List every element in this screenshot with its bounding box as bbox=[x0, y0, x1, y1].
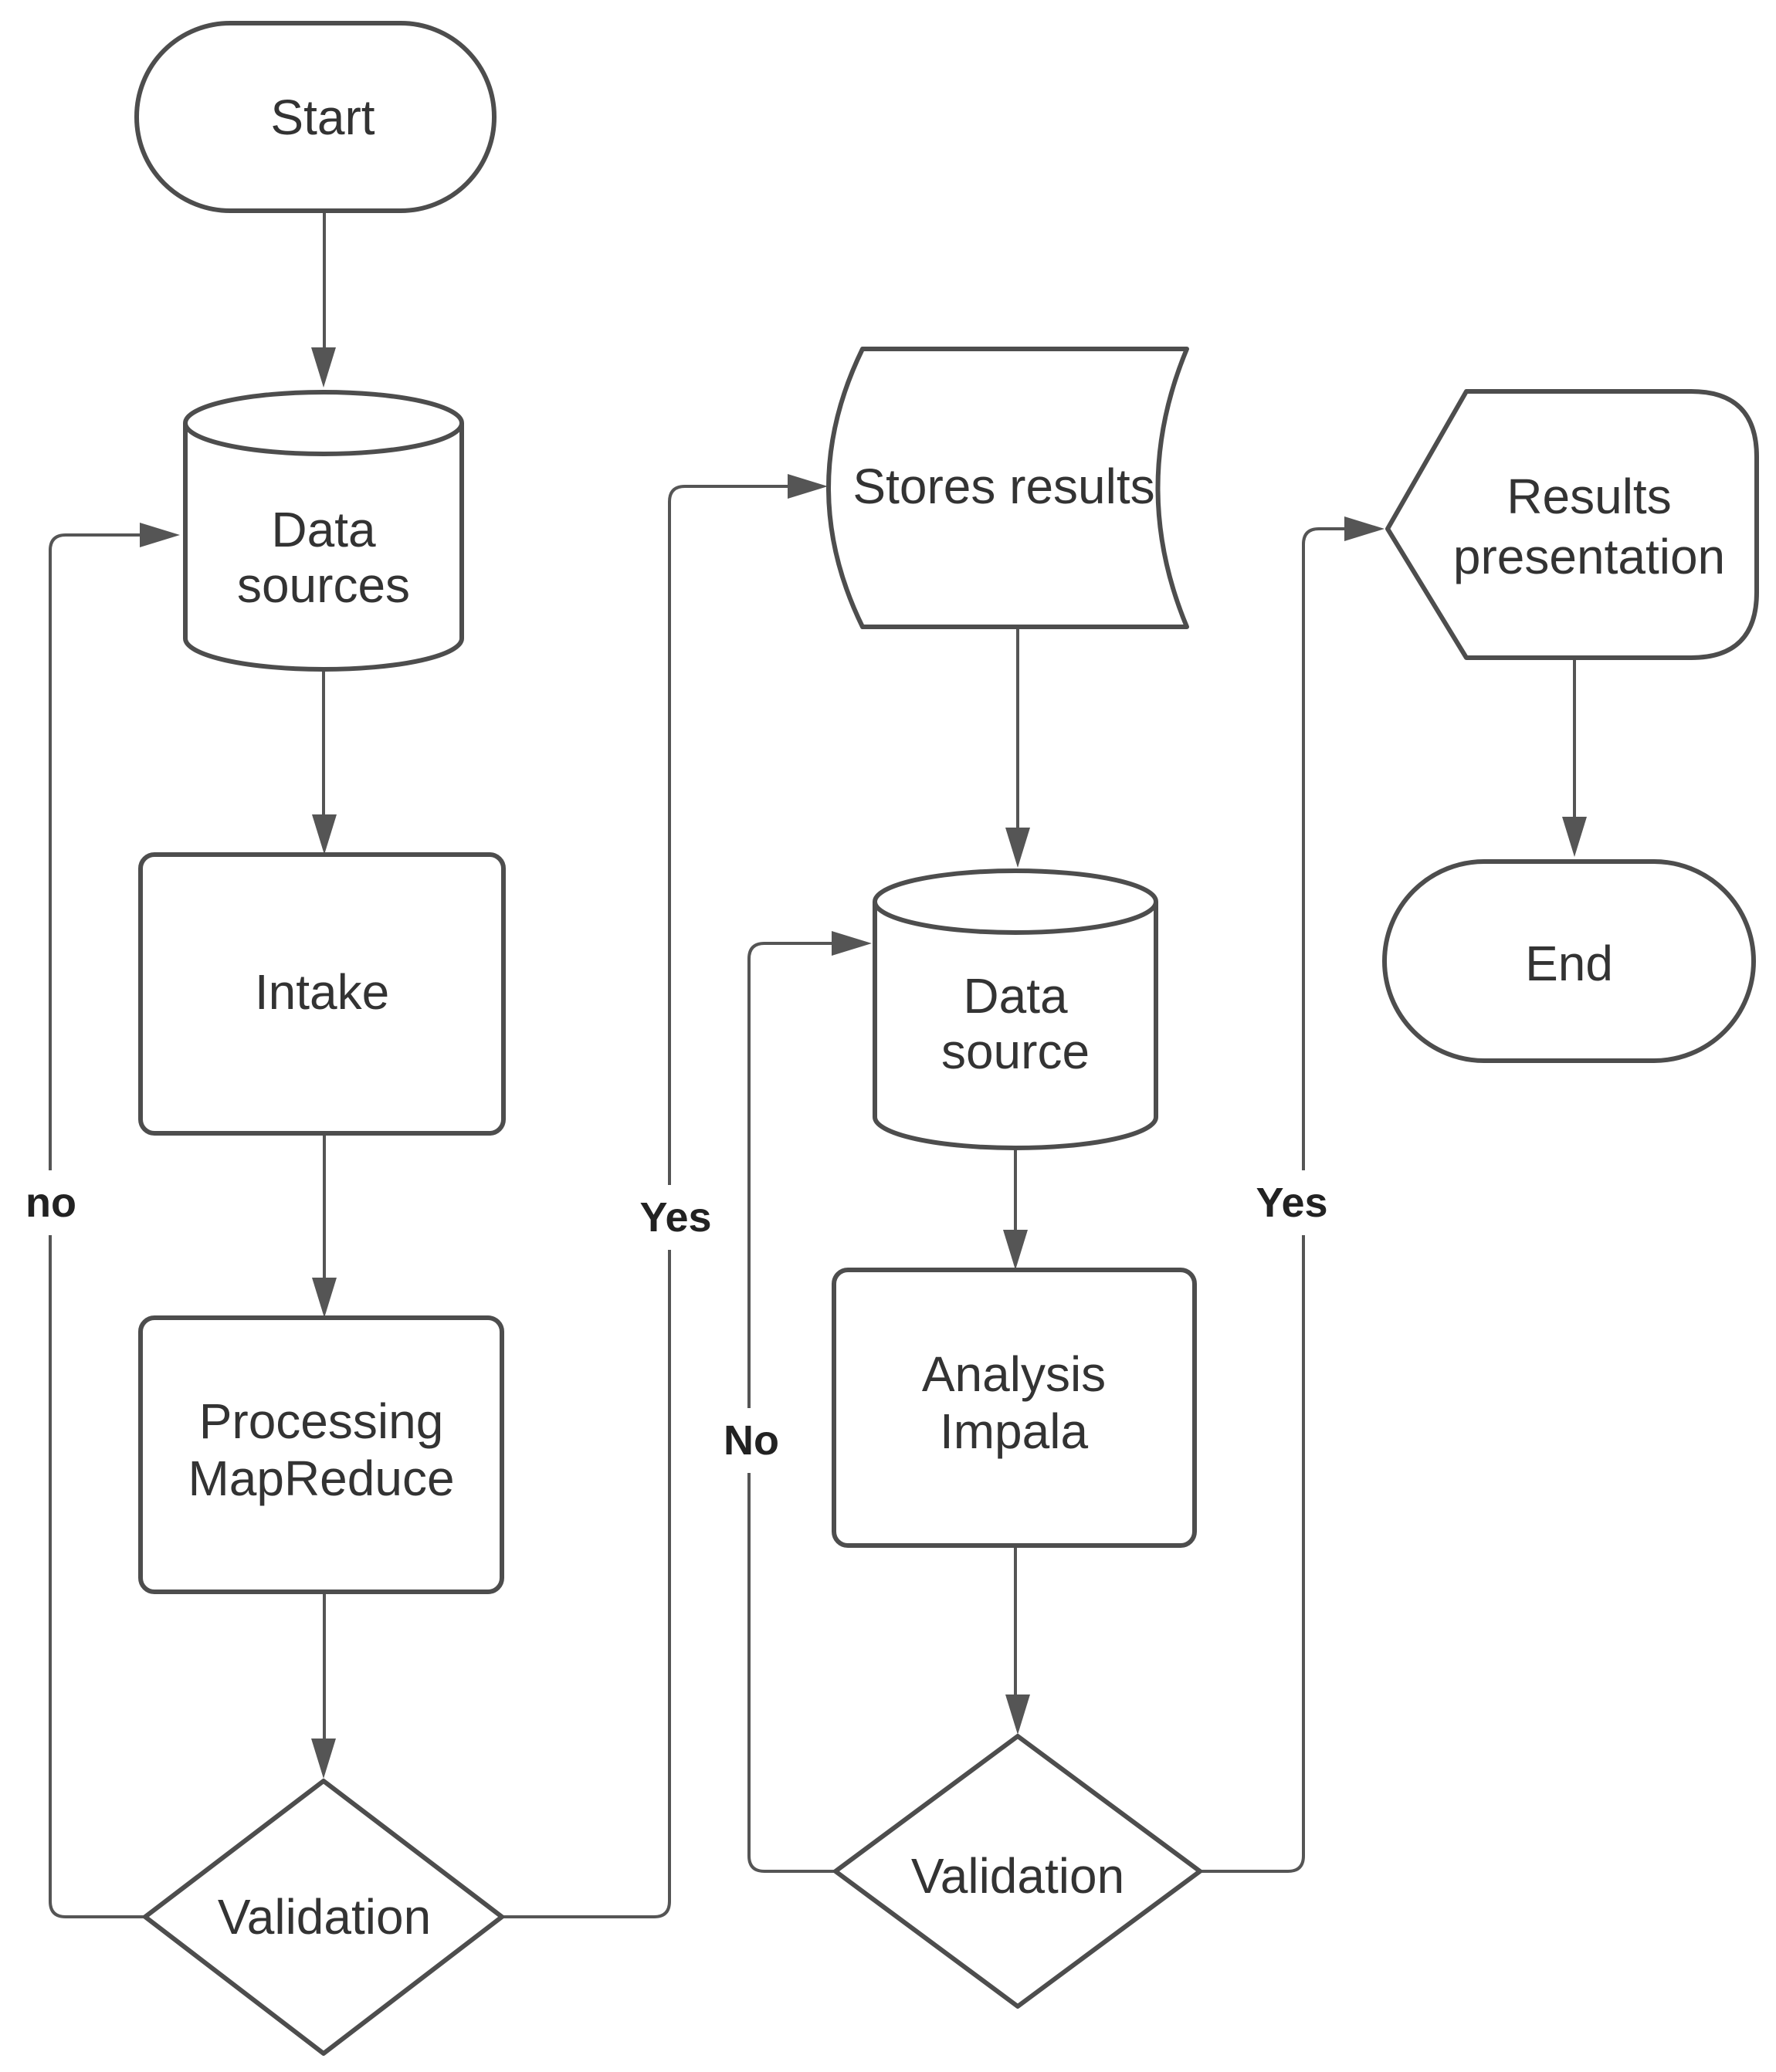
arrow-right-icon bbox=[832, 931, 872, 956]
edge-line bbox=[747, 942, 835, 1873]
node-data-sources-label-line1: Data bbox=[271, 502, 376, 557]
edge-start-to-data-sources bbox=[311, 212, 336, 388]
node-data-source-label-line2: source bbox=[941, 1024, 1090, 1079]
node-start: Start bbox=[134, 21, 497, 213]
arrow-down-icon bbox=[1003, 1230, 1028, 1270]
arrow-down-icon bbox=[1562, 817, 1587, 857]
node-data-source: Data source bbox=[873, 868, 1158, 1150]
edge-validation2-yes: Yes bbox=[1200, 516, 1385, 1873]
terminator-shape bbox=[1382, 859, 1756, 1063]
node-analysis-label-line1: Analysis bbox=[922, 1346, 1106, 1402]
database-cylinder-body bbox=[183, 423, 464, 672]
node-analysis-impala: Analysis Impala bbox=[832, 1268, 1197, 1548]
edge-validation2-no-loop: No bbox=[699, 931, 872, 1873]
node-processing-label-line1: Processing bbox=[199, 1393, 444, 1449]
arrow-down-icon bbox=[311, 347, 336, 388]
edge-label-no: No bbox=[724, 1417, 779, 1464]
node-validation-1-label: Validation bbox=[218, 1889, 431, 1945]
node-data-sources-label-line2: sources bbox=[237, 557, 410, 613]
node-intake: Intake bbox=[138, 852, 506, 1136]
edge-data-sources-to-intake bbox=[312, 671, 337, 855]
arrow-down-icon bbox=[1005, 1695, 1030, 1735]
edge-stores-results-to-data-source bbox=[1005, 628, 1030, 868]
process-shape bbox=[832, 1268, 1197, 1548]
edge-data-source-to-analysis bbox=[1003, 1149, 1028, 1270]
arrow-down-icon bbox=[312, 1278, 337, 1318]
arrow-down-icon bbox=[311, 1739, 336, 1779]
edge-label-bg bbox=[699, 1408, 804, 1473]
node-stores-results-label: Stores results bbox=[852, 459, 1154, 514]
node-validation-2: Validation bbox=[833, 1734, 1202, 2009]
edge-label-bg bbox=[22, 1170, 80, 1235]
node-validation-2-label: Validation bbox=[911, 1848, 1124, 1904]
edge-label-bg bbox=[1234, 1170, 1350, 1235]
arrow-down-icon bbox=[1005, 828, 1030, 868]
terminator-shape bbox=[134, 21, 497, 213]
arrow-right-icon bbox=[788, 474, 828, 499]
node-validation-1: Validation bbox=[143, 1779, 504, 2056]
edge-analysis-to-validation2 bbox=[1005, 1546, 1030, 1735]
node-end: End bbox=[1382, 859, 1756, 1063]
node-results-label-line1: Results bbox=[1507, 469, 1671, 524]
node-results-label-line2: presentation bbox=[1453, 529, 1725, 584]
node-results-presentation: Results presentation bbox=[1385, 389, 1759, 660]
process-shape bbox=[138, 1315, 504, 1594]
display-shape bbox=[1385, 389, 1759, 660]
edge-intake-to-processing bbox=[312, 1133, 337, 1318]
edge-label-no: no bbox=[25, 1180, 76, 1226]
arrow-down-icon bbox=[312, 814, 337, 855]
edge-validation1-yes: Yes bbox=[502, 474, 828, 1918]
edge-processing-to-validation1 bbox=[311, 1592, 336, 1779]
edge-results-presentation-to-end bbox=[1562, 659, 1587, 857]
node-data-sources: Data sources bbox=[183, 390, 464, 672]
node-end-label: End bbox=[1525, 936, 1613, 991]
node-processing-label-line2: MapReduce bbox=[188, 1451, 454, 1506]
database-cylinder-top bbox=[873, 868, 1158, 935]
edge-label-yes: Yes bbox=[1256, 1180, 1327, 1226]
decision-diamond bbox=[833, 1734, 1202, 2009]
edge-label-yes: Yes bbox=[639, 1194, 711, 1241]
node-data-source-label-line1: Data bbox=[963, 968, 1068, 1024]
arrow-right-icon bbox=[1344, 516, 1385, 541]
edge-label-bg bbox=[618, 1185, 734, 1250]
database-cylinder-body bbox=[873, 902, 1158, 1150]
process-shape bbox=[138, 852, 506, 1136]
edge-validation1-no-loop: no bbox=[22, 523, 180, 1918]
node-start-label: Start bbox=[270, 90, 375, 145]
stored-data-shape bbox=[826, 347, 1189, 629]
decision-diamond bbox=[143, 1779, 504, 2056]
node-processing-mapreduce: Processing MapReduce bbox=[138, 1315, 504, 1594]
database-cylinder-top bbox=[183, 390, 464, 456]
node-stores-results: Stores results bbox=[826, 347, 1189, 629]
arrow-right-icon bbox=[140, 523, 180, 547]
node-analysis-label-line2: Impala bbox=[940, 1403, 1089, 1459]
node-intake-label: Intake bbox=[255, 964, 389, 1020]
